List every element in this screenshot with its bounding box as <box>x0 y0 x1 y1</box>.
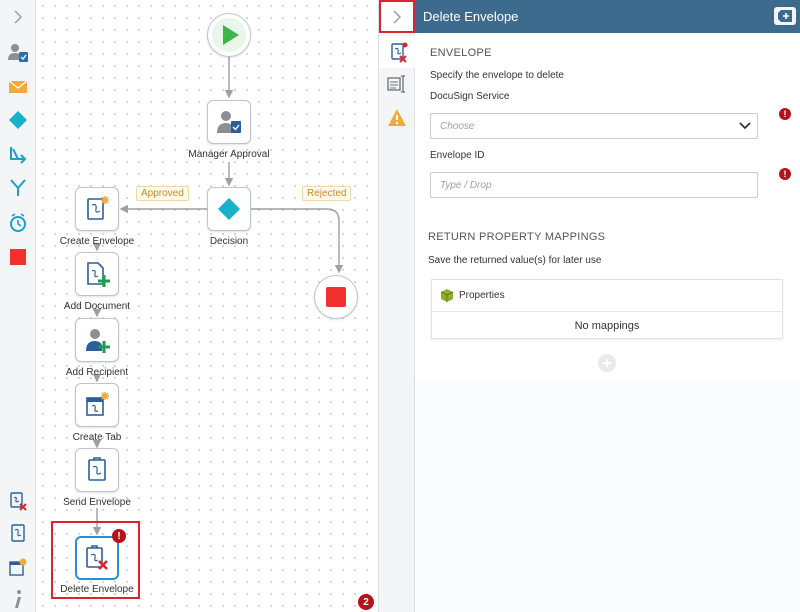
delete-envelope-icon <box>10 492 27 511</box>
panel-title: Delete Envelope <box>423 9 519 24</box>
toolbar-user-task[interactable] <box>0 38 36 68</box>
decision-label: Decision <box>209 236 249 247</box>
properties-header[interactable]: Properties <box>432 280 782 312</box>
add-tag-icon <box>778 10 792 22</box>
toolbar-timer[interactable] <box>0 208 36 238</box>
info-icon <box>15 590 21 608</box>
approved-path-tag: Approved <box>136 186 189 201</box>
properties-card: Properties No mappings <box>431 279 783 339</box>
docusign-service-select[interactable]: Choose <box>430 113 758 139</box>
plus-icon <box>603 359 611 367</box>
tab-warnings[interactable] <box>379 102 415 134</box>
create-tab-node[interactable] <box>75 383 119 427</box>
envelope-id-input[interactable]: Type / Drop <box>430 172 758 198</box>
envelope-id-placeholder: Type / Drop <box>440 180 492 191</box>
workflow-canvas[interactable]: Manager Approval Decision Approved Rejec… <box>37 0 378 612</box>
docusign-service-label: DocuSign Service <box>430 91 510 102</box>
tab-text-mapping[interactable] <box>379 68 415 100</box>
docusign-service-placeholder: Choose <box>440 121 475 132</box>
envelope-section-description: Specify the envelope to delete <box>430 70 564 81</box>
user-task-icon <box>8 44 28 62</box>
rejected-path-tag: Rejected <box>302 186 352 201</box>
expand-toolbar-button[interactable] <box>0 2 36 32</box>
add-document-label: Add Document <box>63 301 131 312</box>
selected-step-highlight <box>51 521 140 599</box>
delete-envelope-tab-icon <box>390 42 407 63</box>
decision-icon <box>9 111 27 129</box>
stop-node[interactable] <box>314 275 358 319</box>
start-node[interactable] <box>207 13 251 57</box>
panel-header-button[interactable] <box>774 7 796 25</box>
add-recipient-label: Add Recipient <box>65 367 129 378</box>
properties-panel: Delete Envelope ENVELOPE Specify the env… <box>415 0 800 612</box>
chevron-right-icon <box>14 10 23 24</box>
envelope-document-icon <box>11 524 25 542</box>
collapse-panel-button[interactable] <box>379 0 415 33</box>
merge-icon <box>10 147 27 164</box>
add-document-icon <box>87 262 110 287</box>
error-count-badge[interactable]: 2 <box>358 594 374 610</box>
node-error-icon: ! <box>112 529 126 543</box>
add-recipient-node[interactable] <box>75 318 119 362</box>
panel-tab-strip <box>378 0 415 612</box>
toolbar-create-tab[interactable] <box>0 552 36 582</box>
toolbar-merge[interactable] <box>0 140 36 170</box>
create-envelope-node[interactable] <box>75 187 119 231</box>
decision-node[interactable] <box>207 187 251 231</box>
create-tab-icon <box>9 558 27 576</box>
properties-label: Properties <box>459 290 505 301</box>
delete-envelope-node-icon <box>86 545 108 570</box>
add-recipient-icon <box>86 329 110 353</box>
package-icon <box>441 289 453 302</box>
create-envelope-icon <box>87 196 109 220</box>
decision-diamond-icon <box>218 198 240 220</box>
manager-approval-node[interactable] <box>207 100 251 144</box>
add-document-node[interactable] <box>75 252 119 296</box>
manager-approval-label: Manager Approval <box>188 149 270 160</box>
toolbar-envelope-document[interactable] <box>0 518 36 548</box>
envelope-section-title: ENVELOPE <box>430 47 492 59</box>
user-approval-icon <box>217 111 241 133</box>
toolbar-info[interactable] <box>0 584 36 612</box>
left-toolbar <box>0 0 36 612</box>
create-envelope-label: Create Envelope <box>59 236 135 247</box>
connector-lines <box>92 57 344 536</box>
play-icon <box>212 18 246 52</box>
toolbar-decision[interactable] <box>0 105 36 135</box>
split-icon <box>10 179 26 196</box>
delete-envelope-label: Delete Envelope <box>60 584 134 595</box>
panel-empty-area <box>415 380 800 612</box>
send-envelope-icon <box>88 457 106 481</box>
toolbar-delete-envelope[interactable] <box>0 486 36 516</box>
text-mapping-tab-icon <box>387 75 405 93</box>
toolbar-stop[interactable] <box>0 242 36 272</box>
send-envelope-label: Send Envelope <box>63 497 131 508</box>
warning-tab-icon <box>388 109 406 126</box>
create-tab-label: Create Tab <box>72 432 122 443</box>
email-icon <box>8 80 28 93</box>
panel-header: Delete Envelope <box>415 0 800 33</box>
no-mappings-text: No mappings <box>574 320 640 332</box>
chevron-down-icon <box>739 122 751 130</box>
toolbar-split[interactable] <box>0 172 36 202</box>
envelope-id-label: Envelope ID <box>430 150 485 161</box>
chevron-right-icon <box>393 9 402 24</box>
stop-square-icon <box>326 287 346 307</box>
create-tab-node-icon <box>86 392 109 416</box>
envelope-id-error-icon: ! <box>779 168 791 180</box>
delete-envelope-node[interactable] <box>75 536 119 580</box>
toolbar-email[interactable] <box>0 72 36 102</box>
service-error-icon: ! <box>779 108 791 120</box>
return-mappings-description: Save the returned value(s) for later use <box>428 255 602 266</box>
send-envelope-node[interactable] <box>75 448 119 492</box>
timer-icon <box>10 213 26 232</box>
stop-icon <box>10 249 26 265</box>
add-mapping-button[interactable] <box>598 354 616 372</box>
return-mappings-title: RETURN PROPERTY MAPPINGS <box>428 231 606 243</box>
tab-properties[interactable] <box>379 36 415 68</box>
